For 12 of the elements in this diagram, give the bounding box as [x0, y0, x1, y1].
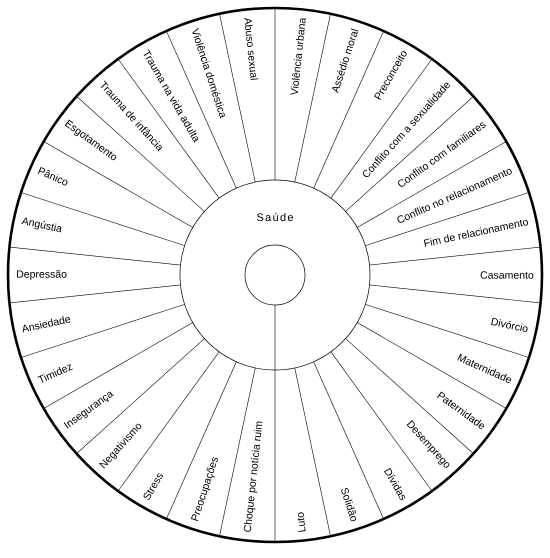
- ring-label: Saúde: [256, 212, 294, 222]
- segment-label: Solidão: [341, 488, 356, 522]
- segment-label: Angústia: [21, 217, 62, 232]
- segment-label: Choque por notícia ruim: [244, 422, 262, 532]
- segment-label: Abuso sexual: [244, 18, 258, 80]
- segment-label: Ansiedade: [22, 316, 70, 332]
- segment-label: Divórcio: [491, 318, 528, 332]
- segment-label: Violência urbana: [290, 18, 306, 95]
- segment-label: Assédio moral: [332, 28, 358, 94]
- segment-label: Luto: [297, 512, 306, 532]
- segment-label: Depressão: [17, 270, 67, 280]
- segment-label: Casamento: [480, 271, 534, 279]
